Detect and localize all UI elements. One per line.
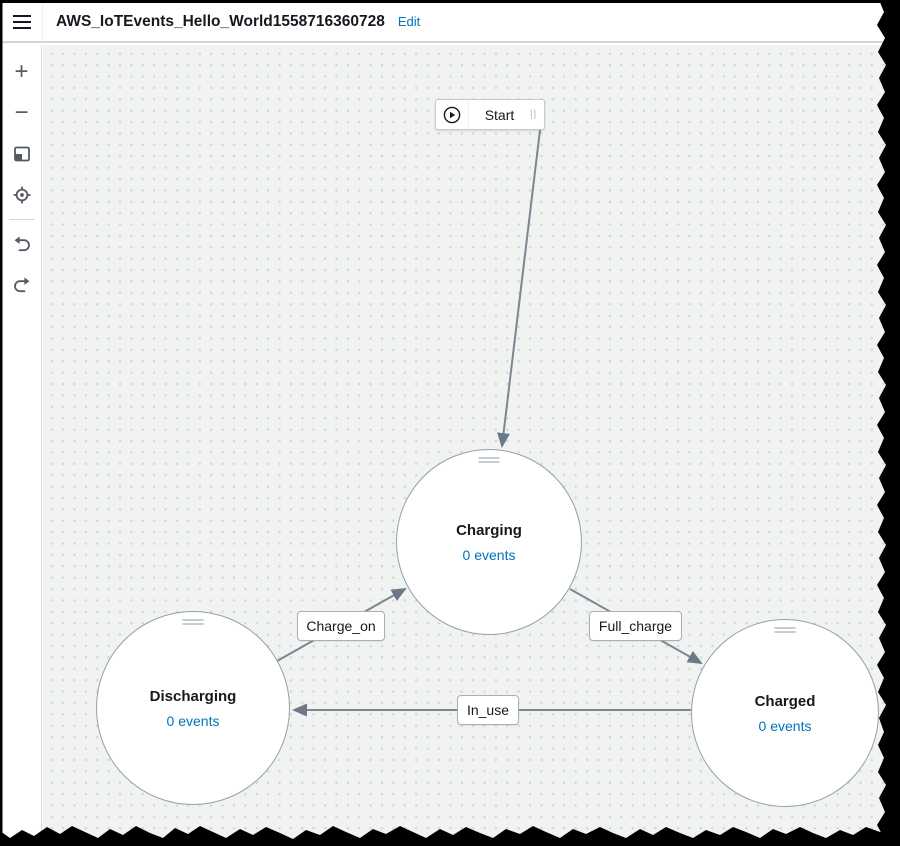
fit-screen-icon [13, 146, 30, 162]
state-drag-handle-icon[interactable] [774, 627, 796, 635]
fit-view-button[interactable] [8, 140, 36, 168]
state-events-link[interactable]: 0 events [462, 546, 516, 563]
zoom-in-button[interactable]: + [8, 58, 36, 86]
crosshair-target-icon [13, 186, 30, 204]
detector-model-title: AWS_IoTEvents_Hello_World1558716360728 [56, 12, 385, 30]
state-name: Discharging [149, 687, 237, 705]
plus-icon: + [14, 58, 29, 85]
state-events-link[interactable]: 0 events [166, 712, 220, 729]
play-circle-icon [443, 106, 461, 123]
state-node-charging[interactable]: Charging 0 events [396, 449, 582, 635]
canvas-toolbar: + − [2, 45, 42, 846]
edit-link[interactable]: Edit [397, 14, 421, 29]
state-drag-handle-icon[interactable] [478, 457, 500, 465]
undo-arrow-icon [14, 236, 30, 252]
menu-button[interactable] [2, 2, 43, 41]
hamburger-icon [13, 14, 31, 29]
state-name: Charged [754, 692, 816, 710]
drag-handle-icon[interactable]: || [530, 109, 538, 120]
state-events-link[interactable]: 0 events [758, 717, 812, 734]
minus-icon: − [14, 99, 29, 126]
transition-label-charge-on[interactable]: Charge_on [297, 611, 385, 641]
redo-arrow-icon [13, 277, 29, 293]
transition-label-in-use[interactable]: In_use [457, 695, 519, 725]
undo-button[interactable] [8, 230, 36, 258]
start-node-label: Start [484, 106, 515, 123]
state-node-charged[interactable]: Charged 0 events [691, 619, 879, 807]
zoom-out-button[interactable]: − [8, 99, 36, 127]
start-node[interactable]: Start || [435, 99, 545, 130]
center-view-button[interactable] [8, 181, 36, 209]
transition-label-full-charge[interactable]: Full_charge [589, 611, 682, 641]
header: AWS_IoTEvents_Hello_World1558716360728 E… [2, 2, 900, 43]
redo-button[interactable] [8, 271, 36, 299]
toolbar-divider [8, 219, 35, 220]
state-drag-handle-icon[interactable] [182, 619, 204, 627]
state-node-discharging[interactable]: Discharging 0 events [96, 611, 290, 805]
state-name: Charging [456, 521, 522, 539]
